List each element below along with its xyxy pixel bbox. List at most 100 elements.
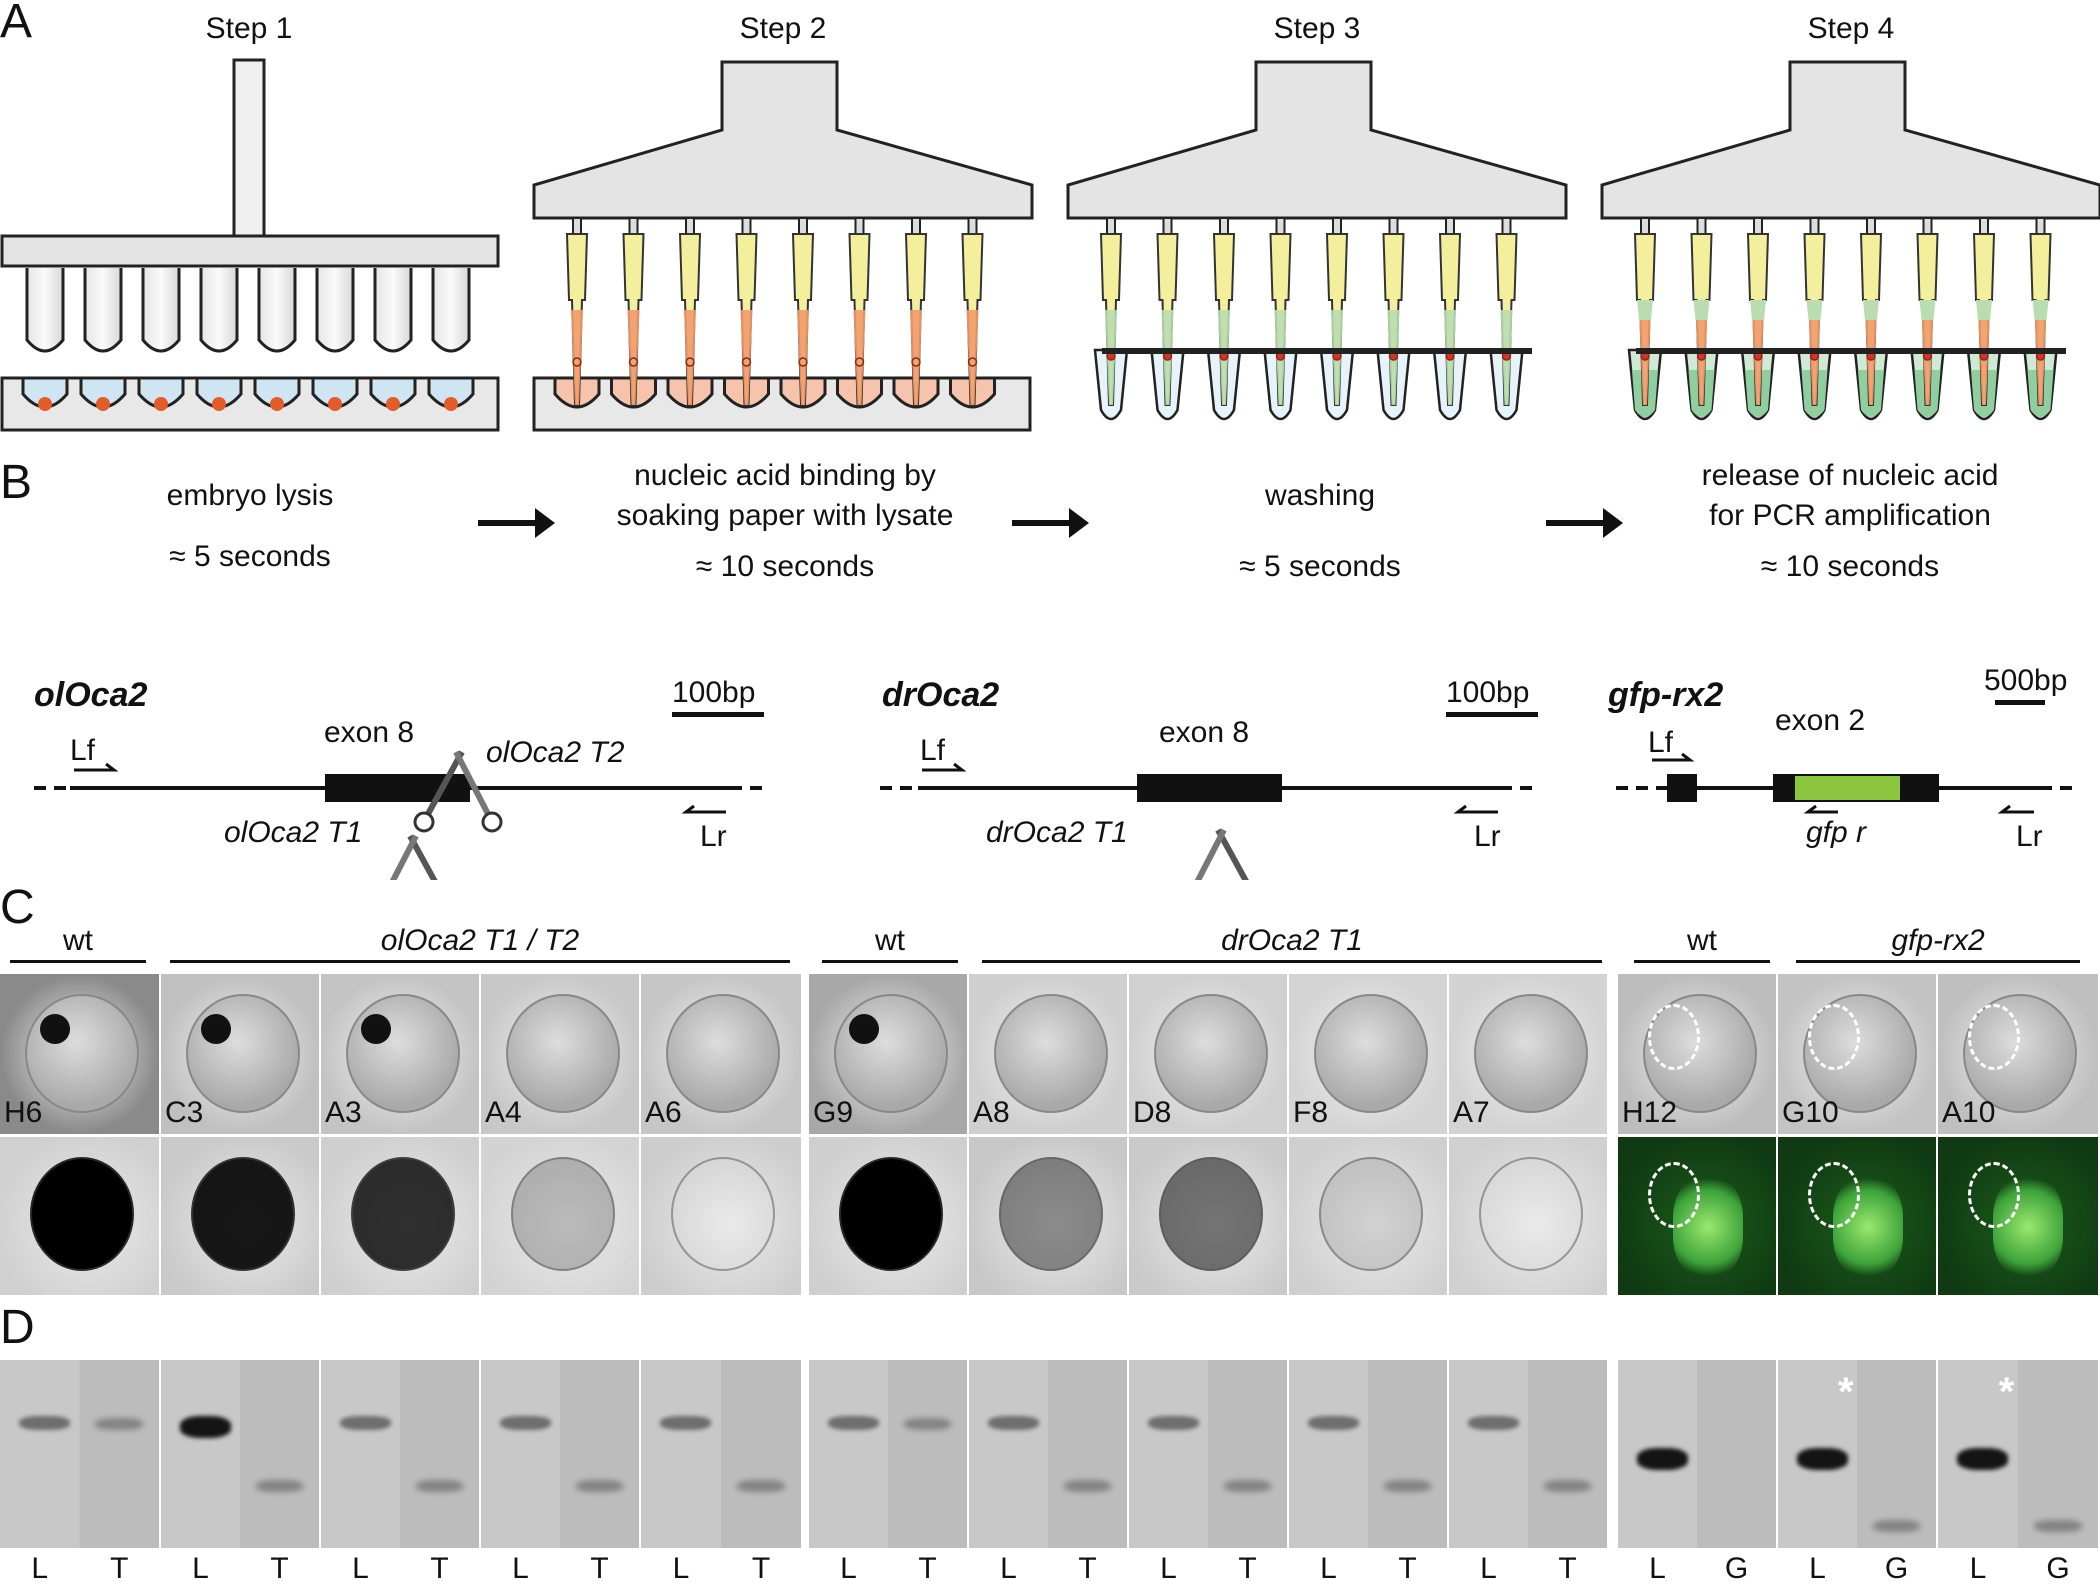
drOca2-exon-label: exon 8 <box>1159 716 1250 749</box>
group-wt-1: wt <box>63 924 93 957</box>
head-step-3 <box>1066 60 1568 421</box>
gel-pair-11 <box>1618 1360 1776 1548</box>
step-2-time: ≈ 10 seconds <box>695 550 875 583</box>
gel-pair-6 <box>809 1360 967 1548</box>
gel-pair-3 <box>321 1360 479 1548</box>
embryo-closeup-A6 <box>641 1137 801 1295</box>
olOca2-t1-label: olOca2 T1 <box>224 816 363 849</box>
embryo-image-A10: A10 <box>1938 974 2098 1134</box>
group-drOca2: drOca2 T1 <box>1221 924 1363 957</box>
step-4-time: ≈ 10 seconds <box>1760 550 1940 583</box>
embryo-image-A7: A7 <box>1449 974 1607 1134</box>
embryo-closeup-C3 <box>161 1137 319 1295</box>
olOca2-scale-bar <box>672 712 764 717</box>
embryo-id: A8 <box>973 1096 1010 1129</box>
embryo-closeup-F8 <box>1289 1137 1447 1295</box>
embryo-image-A6: A6 <box>641 974 801 1134</box>
olOca2-lf-label: Lf <box>70 734 96 767</box>
embryo-id: C3 <box>165 1096 204 1129</box>
multichannel-heads <box>532 60 2100 432</box>
panel-label-b: B <box>0 456 33 509</box>
panel-label-c: C <box>0 881 35 934</box>
embryo-image-D8: D8 <box>1129 974 1287 1134</box>
olOca2-scale-label: 100bp <box>672 676 756 709</box>
drOca2-exon-box <box>1137 774 1282 802</box>
group-wt-2: wt <box>875 924 905 957</box>
lane-label: L <box>1969 1552 1987 1585</box>
embryo-id: A3 <box>325 1096 362 1129</box>
embryo-closeup-G9 <box>809 1137 967 1295</box>
gel-pair-4 <box>481 1360 639 1548</box>
olOca2-t2-label: olOca2 T2 <box>486 736 625 769</box>
lane-label: L <box>1480 1552 1497 1585</box>
lane-label: T <box>1398 1552 1417 1585</box>
step-arrows <box>478 508 1623 538</box>
gfp-r-label: gfp r <box>1806 816 1867 849</box>
lane-label: L <box>1649 1552 1666 1585</box>
step-3-caption: washing <box>1264 479 1376 512</box>
gel-pair-12: * <box>1778 1360 1936 1548</box>
gfp-rx2-lf-label: Lf <box>1648 726 1674 759</box>
lane-label: G <box>1884 1552 1909 1585</box>
lane-label: G <box>2046 1552 2070 1585</box>
step-1-time: ≈ 5 seconds <box>169 540 331 573</box>
lane-label: L <box>1809 1552 1826 1585</box>
lane-label: T <box>1558 1552 1577 1585</box>
asterisk-marker: * <box>1998 1370 2015 1414</box>
head-step-2 <box>532 60 1034 432</box>
olOca2-title: olOca2 <box>34 676 148 714</box>
embryo-image-H12: H12 <box>1618 974 1776 1134</box>
step-1-title: Step 1 <box>205 12 293 45</box>
lane-label: L <box>1320 1552 1337 1585</box>
asterisk-marker: * <box>1838 1370 1854 1414</box>
gfp-rx2-lr-label: Lr <box>2016 820 2043 853</box>
panel-b-gene-maps <box>34 700 2080 880</box>
embryo-closeup-D8 <box>1129 1137 1287 1295</box>
lane-label: L <box>512 1552 529 1585</box>
gel-pair-5 <box>641 1360 801 1548</box>
embryo-id: A6 <box>645 1096 682 1129</box>
embryo-closeup-A10 <box>1938 1137 2098 1295</box>
group-wt-3: wt <box>1687 924 1717 957</box>
embryo-image-F8: F8 <box>1289 974 1447 1134</box>
step-1-caption: embryo lysis <box>166 479 334 512</box>
pestles <box>25 268 471 353</box>
step-3-time: ≈ 5 seconds <box>1239 550 1401 583</box>
step-2-title: Step 2 <box>739 12 827 45</box>
head-step-4 <box>1600 60 2100 421</box>
lane-label: T <box>751 1552 771 1585</box>
embryo-id: A4 <box>485 1096 522 1129</box>
lane-label: G <box>1724 1552 1749 1585</box>
embryo-id: A10 <box>1942 1096 1996 1129</box>
lane-label: L <box>352 1552 369 1585</box>
drOca2-scale-bar <box>1446 712 1538 717</box>
lane-label: L <box>31 1552 49 1585</box>
embryo-closeup-G10 <box>1778 1137 1936 1295</box>
group-gfp-rx2: gfp-rx2 <box>1891 924 1985 957</box>
step-4-title: Step 4 <box>1807 12 1895 45</box>
embryo-id: G9 <box>813 1096 854 1129</box>
lane-label: L <box>1160 1552 1177 1585</box>
gel-pair-8 <box>1129 1360 1287 1548</box>
embryo-image-G9: G9 <box>809 974 967 1134</box>
drOca2-t1-label: drOca2 T1 <box>986 816 1128 849</box>
panel-label-d: D <box>0 1301 35 1354</box>
olOca2-lr-label: Lr <box>700 820 727 853</box>
embryo-closeup-A8 <box>969 1137 1127 1295</box>
embryo-plate <box>0 376 500 432</box>
panel-a-schematic <box>0 58 2100 432</box>
embryo-id: H12 <box>1622 1096 1678 1129</box>
lane-label: T <box>1238 1552 1257 1585</box>
gfp-rx2-exon-label: exon 2 <box>1775 704 1866 737</box>
gel-pair-10 <box>1449 1360 1607 1548</box>
gel-pair-2 <box>161 1360 319 1548</box>
lane-label: L <box>1000 1552 1017 1585</box>
embryo-closeup-A7 <box>1449 1137 1607 1295</box>
gel-pair-13: * <box>1938 1360 2098 1548</box>
embryo-closeup-A3 <box>321 1137 479 1295</box>
step-3-title: Step 3 <box>1273 12 1361 45</box>
embryo-id: G10 <box>1782 1096 1839 1129</box>
gel-pair-9 <box>1289 1360 1447 1548</box>
